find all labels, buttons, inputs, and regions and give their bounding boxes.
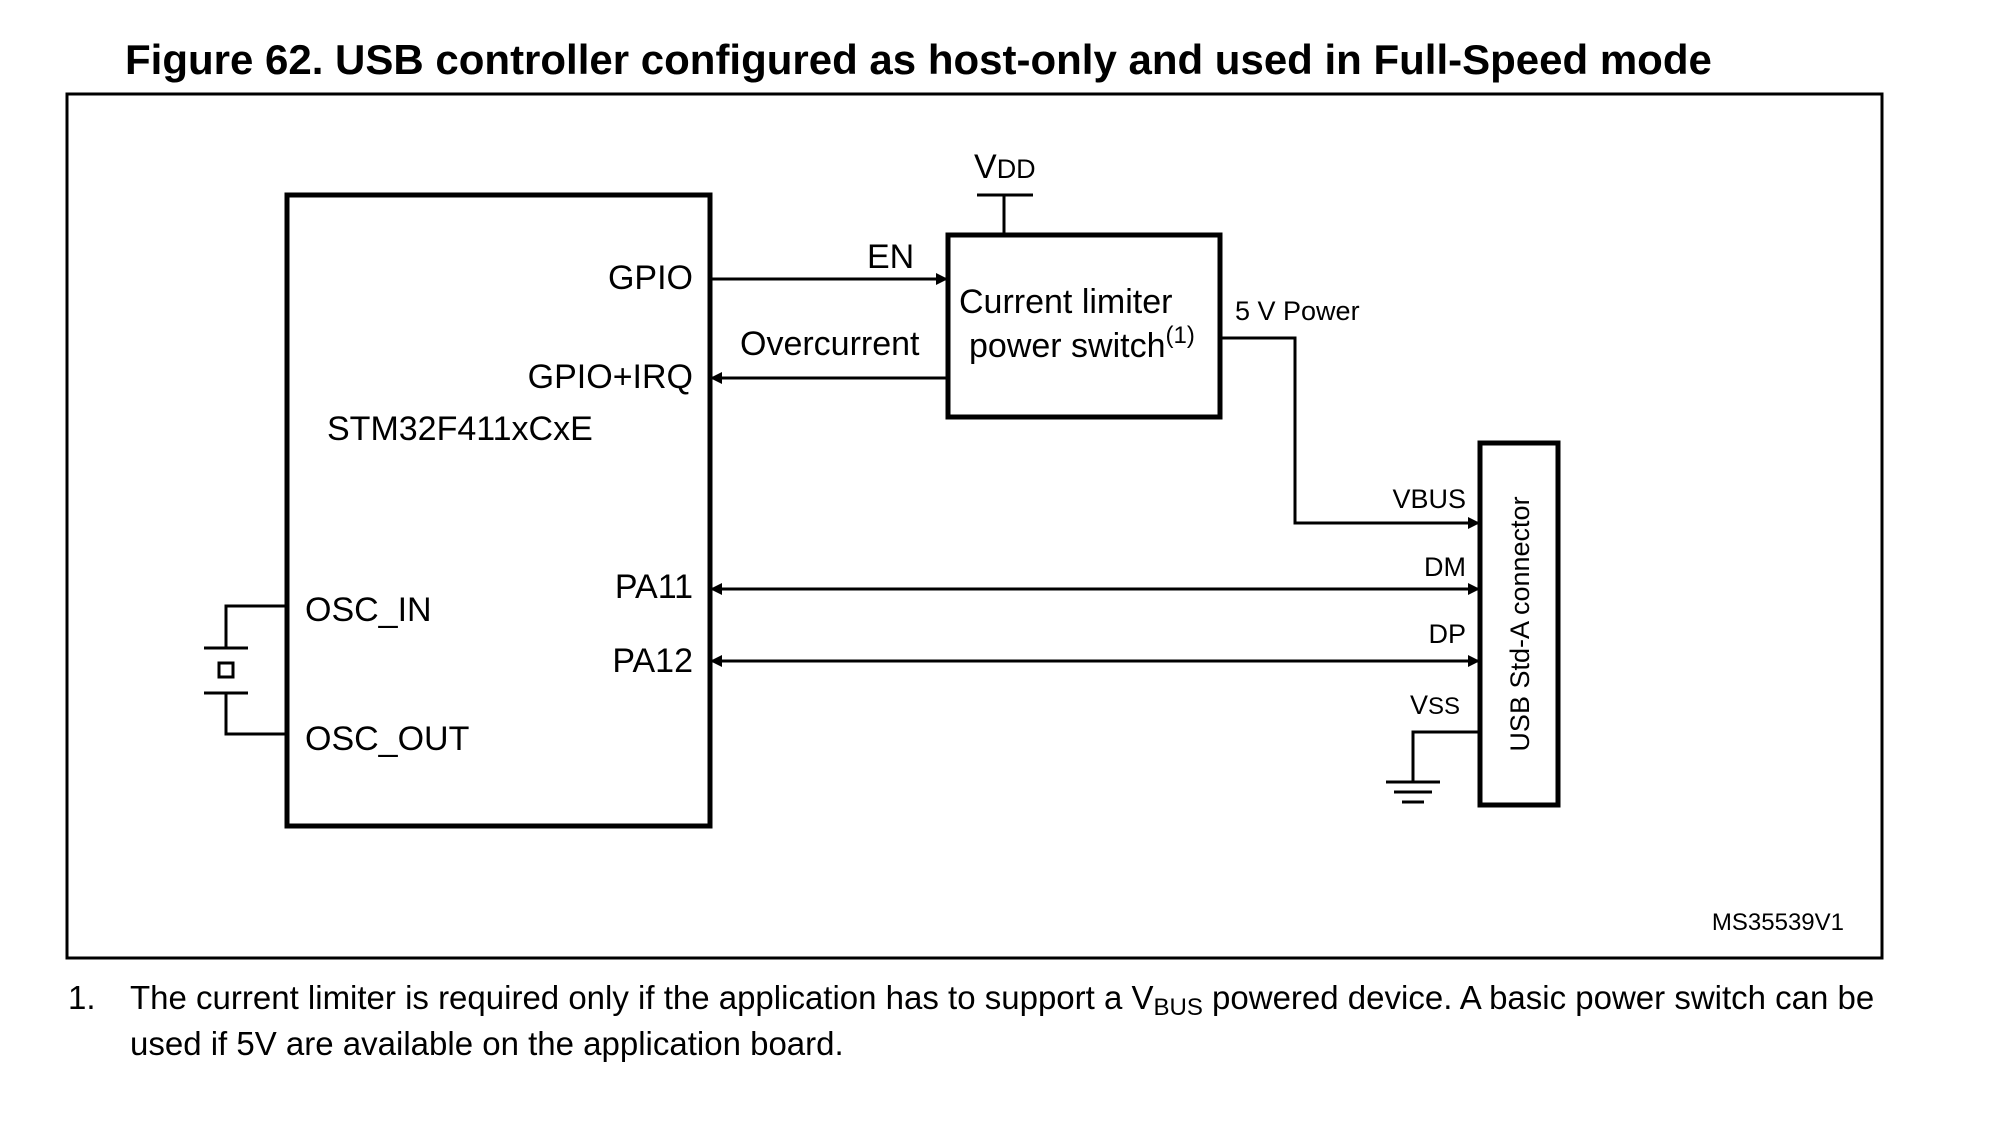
footnote-number: 1. [68, 979, 96, 1016]
vdd-label: VDD [974, 148, 1036, 186]
power-switch-line2: power switch(1) [969, 322, 1195, 365]
vbus-wire [1220, 336, 1480, 529]
power-switch-line1: Current limiter [959, 283, 1172, 321]
mcu-name: STM32F411xCxE [327, 410, 593, 448]
ground-icon [1386, 780, 1440, 804]
en-label: EN [867, 238, 914, 276]
pin-gpio-label: GPIO [608, 259, 693, 297]
figure-title: Figure 62. USB controller configured as … [125, 36, 1712, 83]
pin-pa12-label: PA12 [612, 642, 693, 680]
pin-pa11-label: PA11 [615, 568, 693, 606]
dp-label: DP [1428, 619, 1466, 649]
vss-label: VSS [1410, 690, 1460, 720]
vss-wire [1411, 730, 1480, 782]
usb-connector-block [1477, 440, 1561, 808]
crystal-icon [204, 604, 287, 736]
dm-label: DM [1424, 552, 1466, 582]
usb-connector-label: USB Std-A connector [1505, 496, 1535, 751]
power-5v-label: 5 V Power [1235, 296, 1360, 326]
power-switch-block [945, 232, 1223, 420]
vbus-label: VBUS [1392, 484, 1466, 514]
figure-frame [65, 92, 1884, 960]
pin-osc-out-label: OSC_OUT [305, 720, 469, 758]
pin-osc-in-label: OSC_IN [305, 591, 432, 629]
overcurrent-label: Overcurrent [740, 325, 920, 363]
mcu-block [284, 192, 713, 829]
pin-gpio-irq-label: GPIO+IRQ [528, 358, 693, 396]
figure-id-code: MS35539V1 [1712, 909, 1844, 936]
footnote-text: The current limiter is required only if … [130, 979, 1875, 1062]
note-ref: (1) [1166, 322, 1195, 349]
